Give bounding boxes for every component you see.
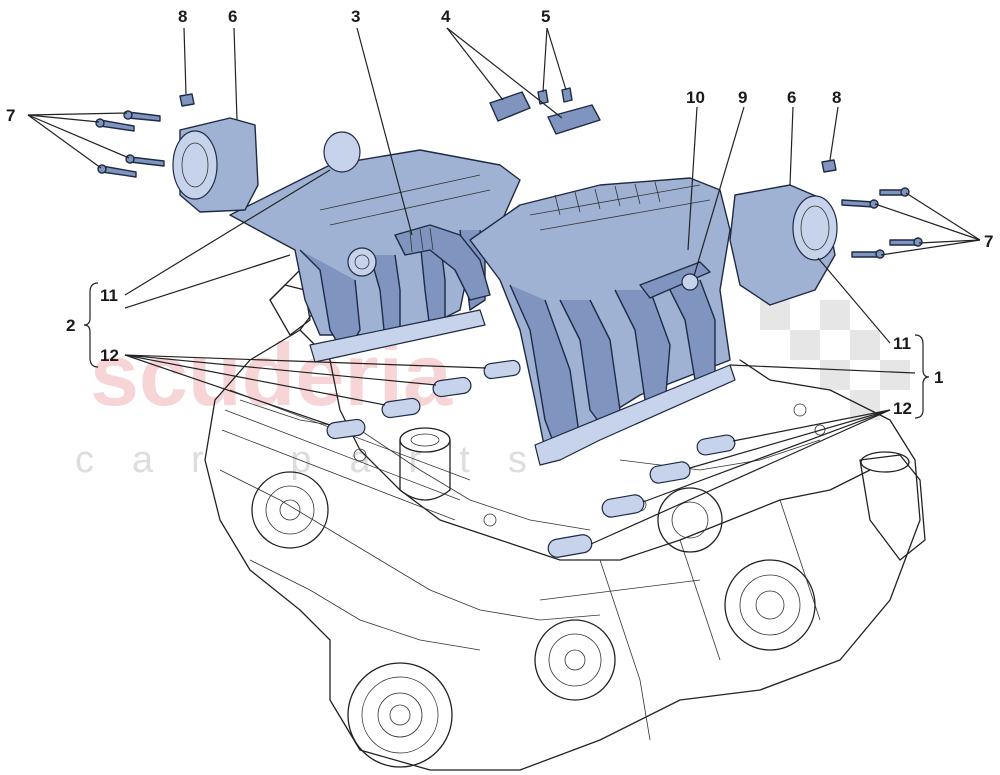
callout-11-left: 11: [100, 286, 118, 305]
callout-2: 2: [66, 316, 75, 335]
small-hose: [639, 261, 711, 299]
clip-left: [179, 93, 195, 107]
screw-5b: [561, 87, 573, 103]
callout-12-left: 12: [100, 346, 119, 365]
right-intake-manifold: [469, 177, 736, 466]
callout-labels: 8 6 3 4 5 7 10 9 6 8 7 11 2 12 11 1 12: [6, 7, 993, 418]
flexible-hose: [394, 224, 491, 301]
screw-5a: [537, 89, 549, 105]
callout-8-left: 8: [178, 7, 187, 26]
right-gaskets: [547, 434, 736, 558]
hose-clip: [681, 273, 699, 291]
callout-4: 4: [441, 7, 451, 26]
right-throttle-body: [729, 184, 838, 306]
left-gaskets: [326, 359, 521, 440]
clip-right: [821, 159, 837, 173]
sensor-upper: [489, 91, 531, 122]
left-throttle-body: [172, 117, 259, 213]
left-intake-manifold: [229, 149, 521, 363]
left-bolts: [95, 110, 165, 178]
callout-6-left: 6: [228, 7, 237, 26]
watermark: scuderia car parts: [75, 300, 910, 481]
callout-5: 5: [541, 7, 550, 26]
callout-3: 3: [351, 7, 360, 26]
watermark-sub: car parts: [75, 439, 565, 481]
right-bolts: [841, 187, 923, 259]
callout-12-right: 12: [893, 399, 912, 418]
parts: [95, 87, 923, 558]
callout-8-right: 8: [832, 88, 841, 107]
callout-10: 10: [686, 88, 705, 107]
callout-7-left: 7: [6, 106, 15, 125]
callout-6-right: 6: [787, 88, 796, 107]
left-o-ring: [323, 131, 361, 173]
callout-9: 9: [738, 88, 747, 107]
sensor-lower: [547, 104, 601, 135]
callout-1: 1: [934, 368, 943, 387]
watermark-flag: [760, 300, 910, 420]
callout-7-right: 7: [984, 232, 993, 251]
callout-11-right: 11: [893, 334, 911, 353]
leader-lines: [27, 27, 981, 545]
